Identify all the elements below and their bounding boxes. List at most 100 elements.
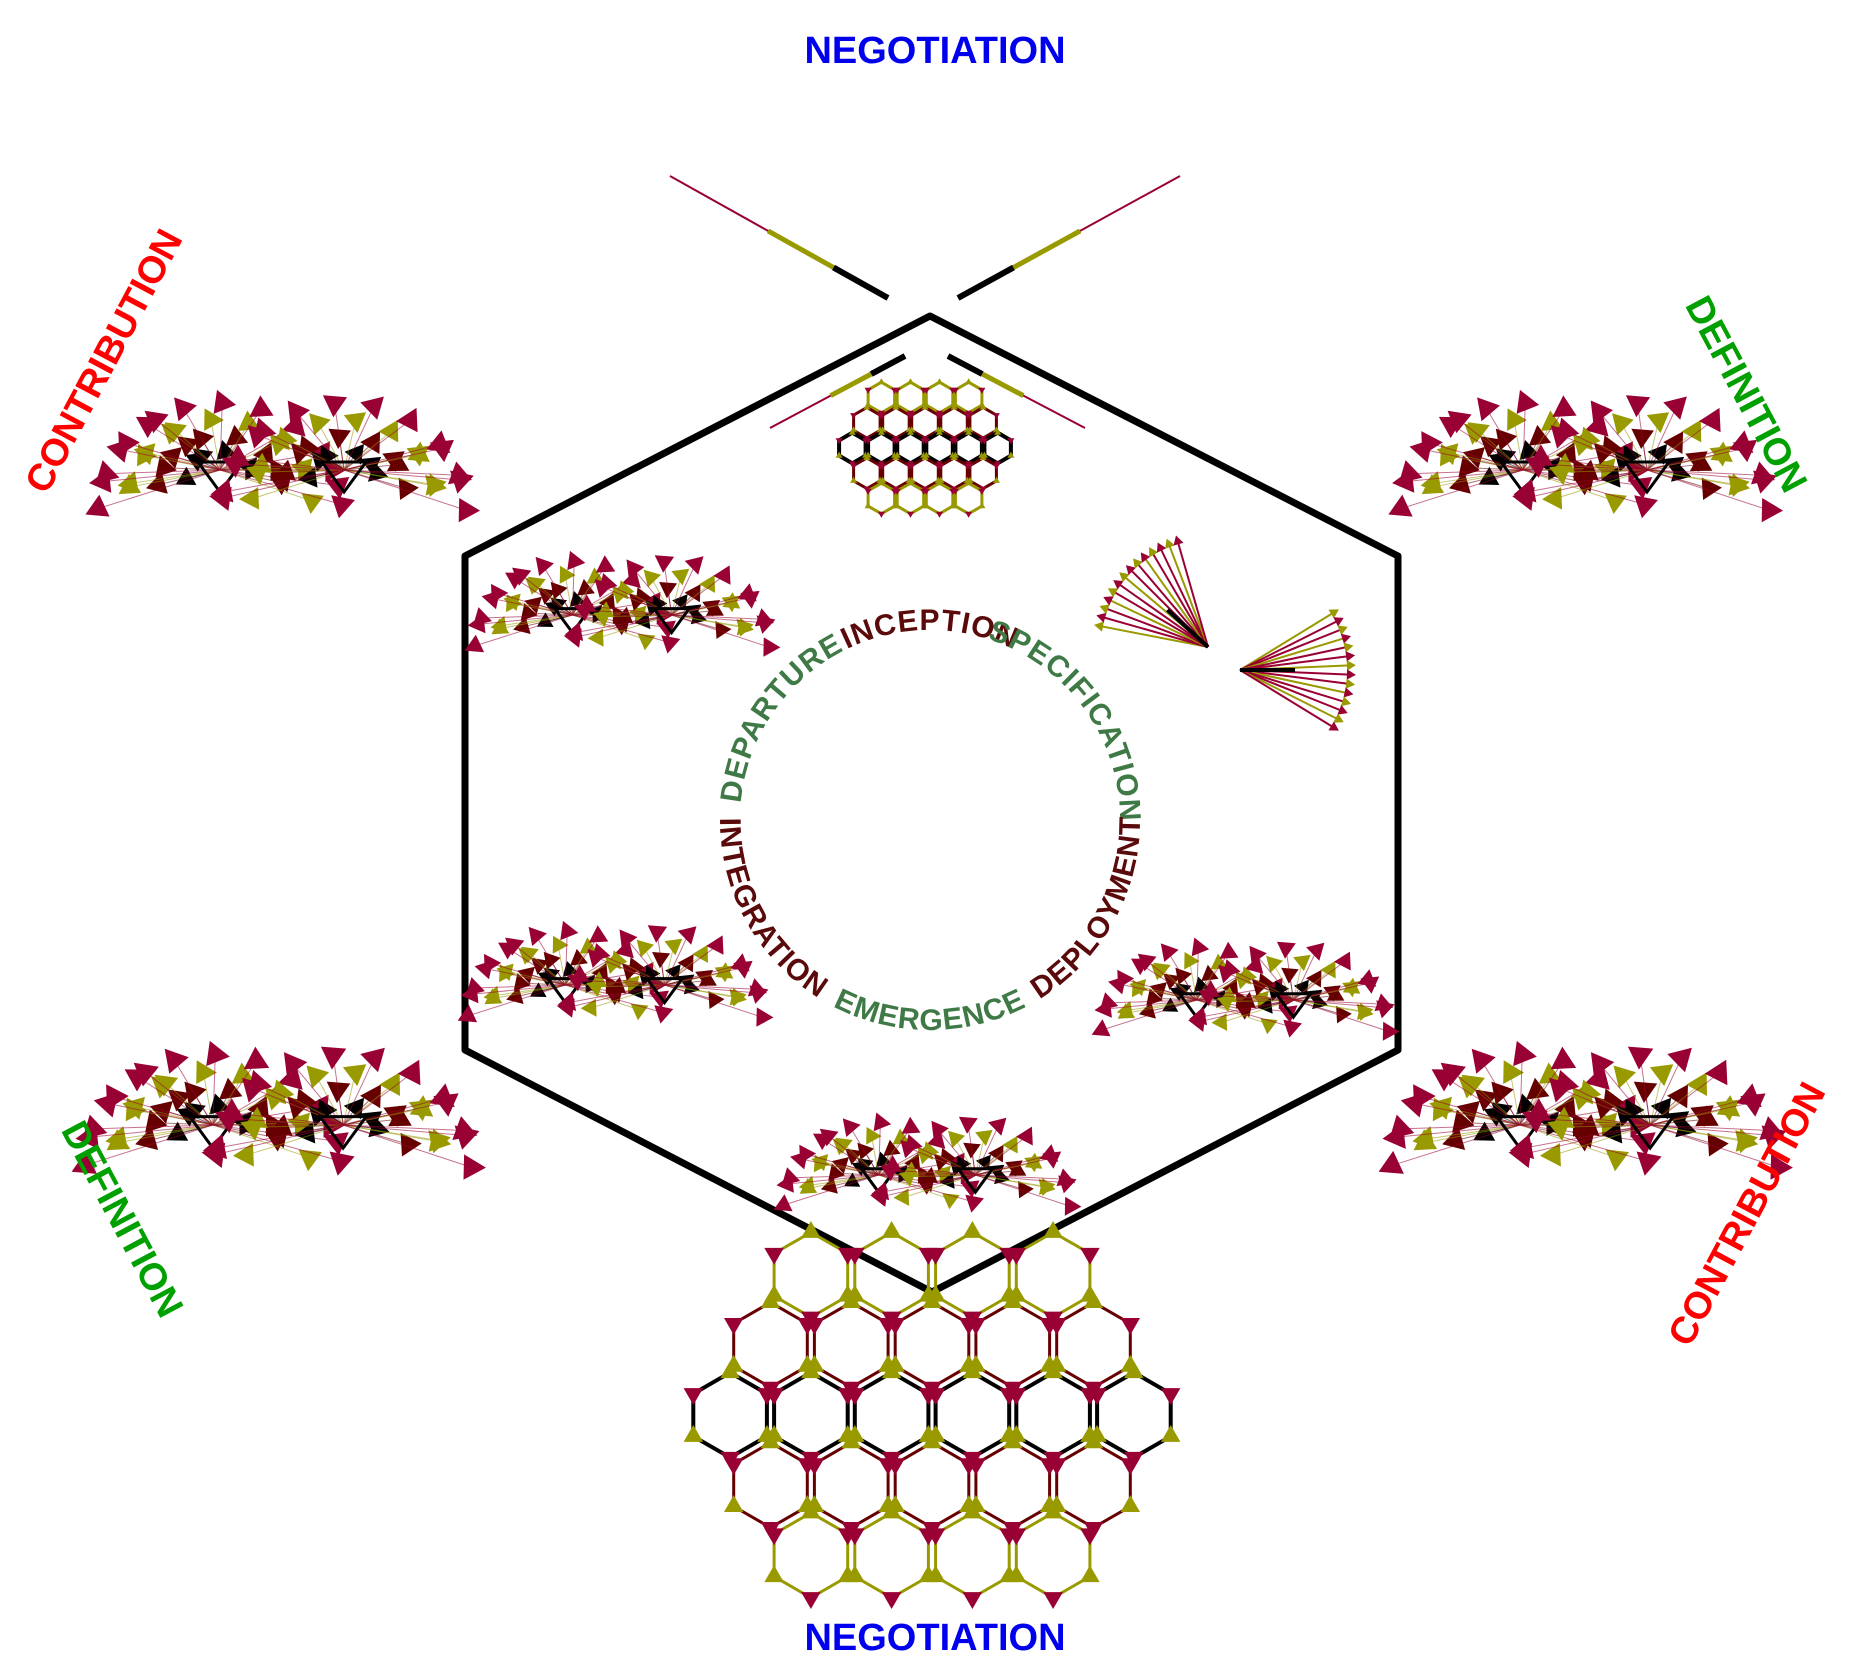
motif-petal: [563, 628, 582, 648]
motif-petal: [1716, 1095, 1741, 1117]
motif-stem: [878, 1174, 974, 1203]
motif-petal: [647, 925, 668, 943]
motif-stem: [975, 1170, 1018, 1176]
motif-petal: [965, 479, 973, 486]
fan-ray: [1239, 669, 1335, 729]
spike-tip: [869, 353, 907, 377]
motif-petal: [845, 1565, 865, 1583]
motif-stem: [1522, 402, 1526, 471]
motif-petal: [892, 1128, 910, 1145]
motif-petal: [1039, 1177, 1056, 1195]
motif-petal: [980, 438, 988, 445]
motif-petal: [1701, 477, 1722, 500]
fan-ray: [1239, 619, 1339, 671]
motif-stem: [342, 1101, 447, 1126]
motif-petal: [835, 451, 843, 458]
motif-petal: [1140, 552, 1151, 563]
motif-petal: [1108, 975, 1127, 995]
motif-petal: [552, 935, 569, 954]
motif-petal: [452, 1116, 478, 1140]
cycle-label-specification: SPECIFICATION: [984, 614, 1146, 822]
fan-ray: [1108, 598, 1209, 648]
motif-stem: [1107, 999, 1197, 1004]
lattice-cell: [866, 380, 897, 415]
motif-petal: [215, 1110, 241, 1134]
motif-petal: [937, 463, 945, 470]
motif-stem: [90, 1124, 213, 1138]
motif-stem: [148, 1124, 214, 1141]
motif-petal: [550, 581, 568, 600]
lattice-cell: [852, 1370, 931, 1460]
motif-petal: [1646, 412, 1670, 433]
motif-petal: [881, 1592, 902, 1609]
motif-petal: [282, 413, 306, 437]
motif-core: [1624, 1115, 1677, 1151]
motif-stem: [1420, 1096, 1521, 1126]
motif-stem: [1559, 1087, 1651, 1126]
motif-stem: [343, 463, 399, 471]
motif-petal: [917, 1147, 935, 1165]
motif-petal: [1184, 952, 1200, 970]
motif-petal: [1198, 989, 1218, 1007]
motif-petal: [922, 387, 930, 394]
motif-petal: [105, 1126, 128, 1150]
motif-core: [195, 460, 245, 495]
lattice-cell: [893, 1440, 971, 1530]
motif-stem: [572, 614, 670, 644]
motif-petal: [1346, 669, 1356, 680]
motif-petal: [1328, 721, 1339, 731]
motif-petal: [747, 978, 767, 997]
motif-petal: [1113, 580, 1124, 590]
motif-petal: [893, 488, 901, 495]
motif-petal: [904, 1153, 921, 1171]
motif-petal: [1039, 1144, 1059, 1162]
motif-petal: [269, 434, 292, 457]
motif-petal: [841, 1431, 861, 1449]
motif-stem: [97, 469, 221, 510]
motif-petal: [409, 1095, 434, 1117]
motif-petal: [1572, 1087, 1595, 1111]
motif-petal: [85, 494, 110, 517]
motif-stem: [975, 1174, 1071, 1207]
motif-stem: [343, 469, 467, 511]
motif-stem: [1167, 951, 1198, 1001]
lattice-cell: [732, 1440, 809, 1530]
motif-stem: [343, 443, 440, 471]
motif-petal: [567, 550, 586, 571]
motif-stem: [1646, 443, 1743, 471]
motif-stem: [805, 1153, 879, 1176]
motif-stem: [489, 962, 566, 986]
motif-petal: [936, 378, 943, 385]
motif-petal: [1412, 1126, 1435, 1150]
lattice-cell: [968, 456, 998, 491]
motif-petal: [877, 511, 885, 518]
motif-core: [544, 977, 586, 1006]
motif-petal: [1333, 713, 1344, 723]
motif-petal: [1549, 1077, 1574, 1103]
motif-petal: [1328, 609, 1339, 619]
motif-petal: [398, 477, 419, 500]
motif-petal: [1650, 1097, 1672, 1120]
motif-petal: [1119, 572, 1130, 583]
lattice-cell: [982, 430, 1013, 466]
motif-stem: [1408, 469, 1524, 475]
motif-stem: [343, 469, 459, 476]
motif-petal: [1601, 467, 1621, 488]
motif-petal: [1056, 1168, 1076, 1187]
fan-ray: [1117, 582, 1209, 648]
motif-inner-lower-right: [1091, 937, 1400, 1041]
motif-stem: [602, 586, 672, 616]
fan-ray: [1239, 669, 1343, 712]
fan-ray: [1101, 616, 1209, 648]
motif-petal: [962, 1221, 983, 1238]
motif-petal: [1008, 1160, 1027, 1176]
motif-petal: [979, 403, 987, 410]
motif-petal: [298, 1149, 322, 1172]
motif-petal: [1043, 1221, 1063, 1238]
motif-petal: [343, 1097, 365, 1120]
motif-petal: [588, 925, 609, 943]
motif-petal: [75, 1123, 99, 1149]
lattice-cell: [837, 430, 868, 466]
motif-petal: [951, 387, 959, 394]
